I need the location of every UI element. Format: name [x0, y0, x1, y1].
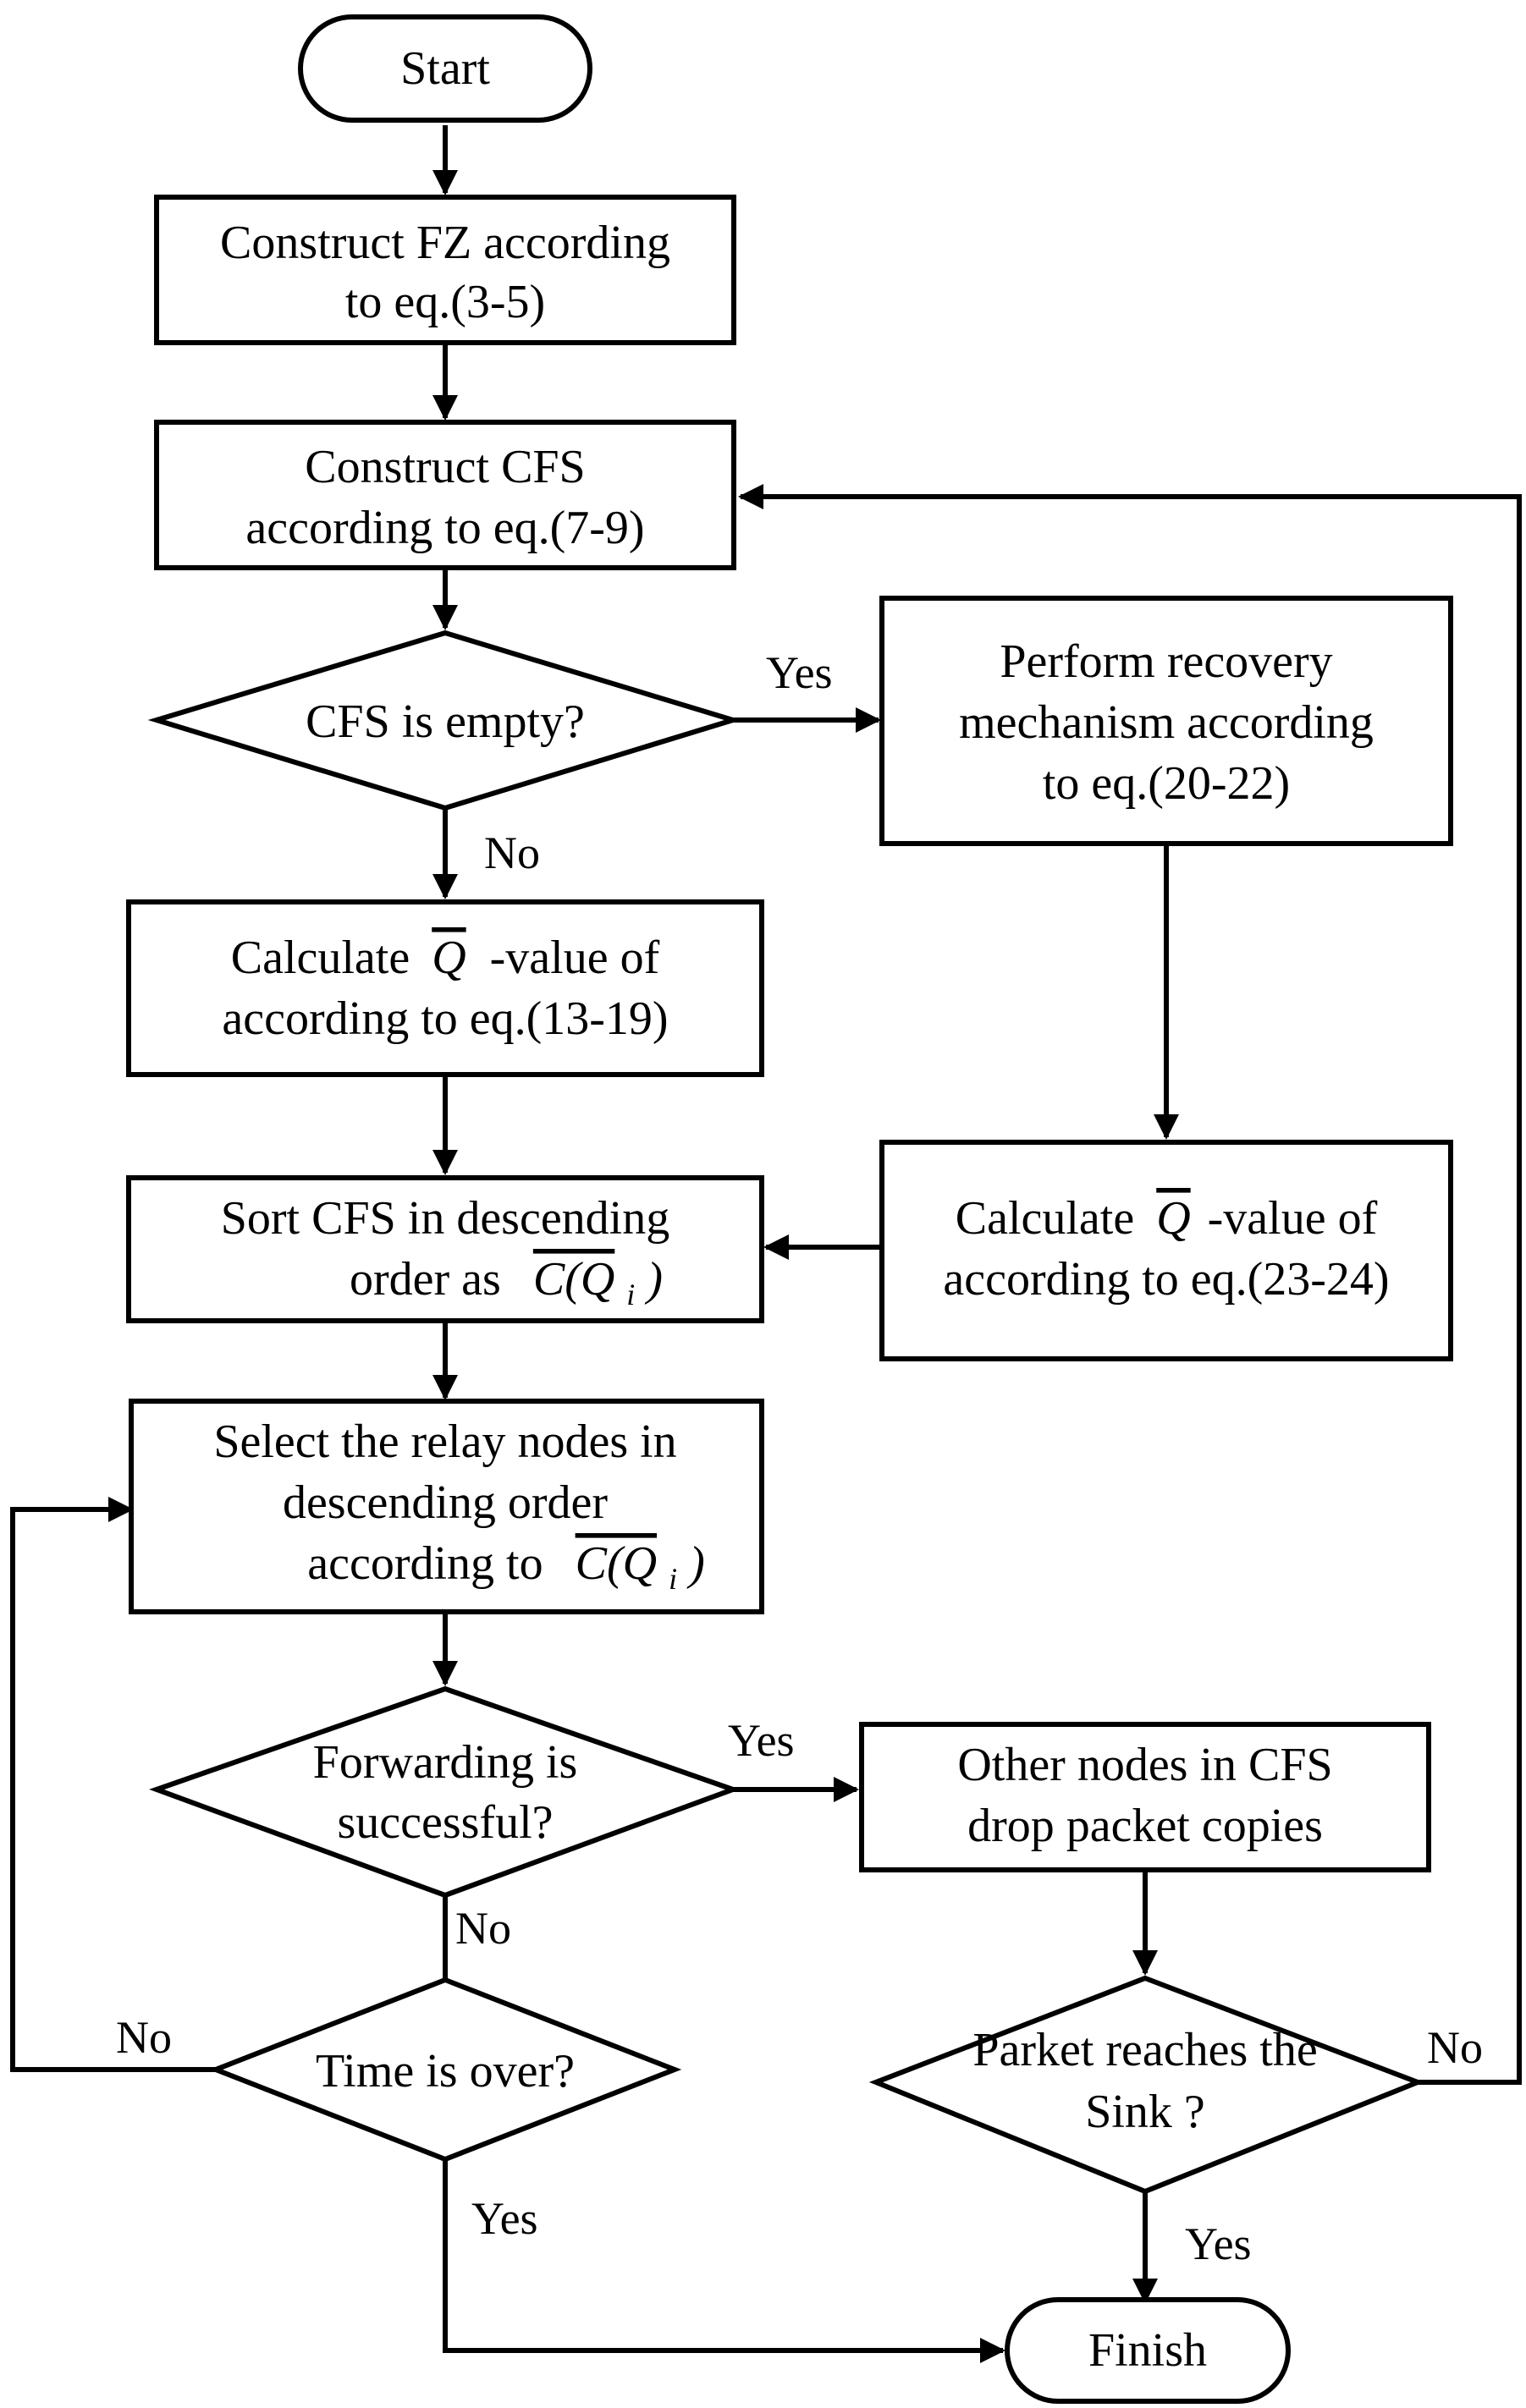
node-select-relay-line1: Select the relay nodes in	[213, 1416, 676, 1468]
node-sort-cfs-line2: order as C(Q i )	[350, 1253, 663, 1316]
node-calc-q-right-line2: according to eq.(23-24)	[943, 1253, 1389, 1306]
edge-time-yes-to-finish	[443, 2159, 1005, 2363]
node-select-relay-line2: descending order	[283, 1476, 608, 1529]
node-calc-q-left-line2: according to eq.(13-19)	[222, 992, 668, 1045]
node-start: Start	[298, 14, 592, 123]
edge-sink-no-loop-to-cfs	[738, 484, 1522, 2085]
select-relay-sub: i	[669, 1562, 677, 1596]
node-finish-label: Finish	[1088, 2324, 1207, 2377]
sort-cfs-order-as: order as	[350, 1253, 501, 1306]
node-calc-q-right-line1: Calculate Q -value of	[956, 1192, 1378, 1245]
sort-cfs-expr: C(Q	[533, 1253, 614, 1306]
label-forwarding-no: No	[455, 1903, 511, 1954]
decision-forwarding: Forwarding is successful?	[149, 1685, 741, 1899]
node-other-nodes-line2: drop packet copies	[967, 1800, 1323, 1852]
node-sort-cfs-line1: Sort CFS in descending	[221, 1192, 669, 1245]
node-perform-recovery-line2: mechanism according	[959, 696, 1374, 749]
node-other-nodes: Other nodes in CFS drop packet copies	[859, 1722, 1431, 1872]
label-cfs-empty-yes: Yes	[766, 647, 833, 698]
edge-time-no-loop-to-select	[10, 1497, 216, 2072]
calc-q-right-pre: Calculate	[956, 1192, 1134, 1245]
node-perform-recovery-line1: Perform recovery	[1000, 635, 1332, 688]
label-sink-no: No	[1427, 2022, 1483, 2073]
node-finish: Finish	[1005, 2297, 1291, 2404]
decision-forwarding-line2: successful?	[337, 1796, 553, 1849]
decision-cfs-empty-label: CFS is empty?	[306, 695, 585, 748]
node-construct-cfs: Construct CFS according to eq.(7-9)	[154, 420, 736, 570]
sort-cfs-sub: i	[626, 1278, 635, 1311]
decision-forwarding-line1: Forwarding is	[313, 1736, 578, 1789]
label-time-over-yes: Yes	[471, 2193, 538, 2244]
node-construct-cfs-line2: according to eq.(7-9)	[245, 502, 644, 554]
label-time-over-no: No	[116, 2012, 172, 2063]
decision-time-over: Time is over?	[208, 1976, 682, 2163]
node-construct-cfs-line1: Construct CFS	[305, 441, 585, 493]
decision-time-over-label: Time is over?	[316, 2045, 575, 2097]
node-calc-q-right: Calculate Q -value of according to eq.(2…	[879, 1140, 1453, 1361]
node-construct-fz: Construct FZ according to eq.(3-5)	[154, 195, 736, 345]
label-sink-yes: Yes	[1185, 2218, 1252, 2269]
node-perform-recovery: Perform recovery mechanism according to …	[879, 596, 1453, 846]
label-cfs-empty-no: No	[484, 827, 540, 878]
calc-q-right-post: -value of	[1208, 1192, 1378, 1245]
connectors	[10, 125, 1522, 2363]
node-select-relay: Select the relay nodes in descending ord…	[129, 1399, 764, 1614]
node-perform-recovery-line3: to eq.(20-22)	[1043, 757, 1290, 810]
node-sort-cfs: Sort CFS in descending order as C(Q i )	[126, 1175, 764, 1323]
calc-q-left-post: -value of	[490, 932, 660, 984]
node-start-label: Start	[400, 42, 490, 95]
calc-q-right-symbol: Q	[1156, 1192, 1190, 1245]
decision-packet-sink: Parket reaches the Sink ?	[868, 1975, 1425, 2195]
node-construct-fz-line2: to eq.(3-5)	[345, 276, 545, 328]
decision-packet-sink-line2: Sink ?	[1085, 2086, 1205, 2138]
edge-labels: Yes No Yes No No Yes No Yes	[116, 647, 1483, 2269]
node-select-relay-line3: according to C(Q i )	[307, 1537, 704, 1600]
node-calc-q-left-line1: Calculate Q -value of	[231, 932, 660, 984]
calc-q-left-pre: Calculate	[231, 932, 410, 984]
sort-cfs-close: )	[644, 1253, 663, 1306]
calc-q-left-symbol: Q	[432, 932, 466, 984]
decision-cfs-empty: CFS is empty?	[147, 629, 742, 811]
node-construct-fz-line1: Construct FZ according	[220, 217, 670, 269]
select-relay-according: according to	[307, 1537, 543, 1590]
node-other-nodes-line1: Other nodes in CFS	[957, 1739, 1332, 1791]
decision-packet-sink-line1: Parket reaches the	[972, 2024, 1317, 2076]
label-forwarding-yes: Yes	[728, 1715, 795, 1766]
select-relay-close: )	[686, 1537, 705, 1590]
select-relay-expr: C(Q	[576, 1537, 657, 1590]
node-calc-q-left: Calculate Q -value of according to eq.(1…	[126, 899, 764, 1077]
